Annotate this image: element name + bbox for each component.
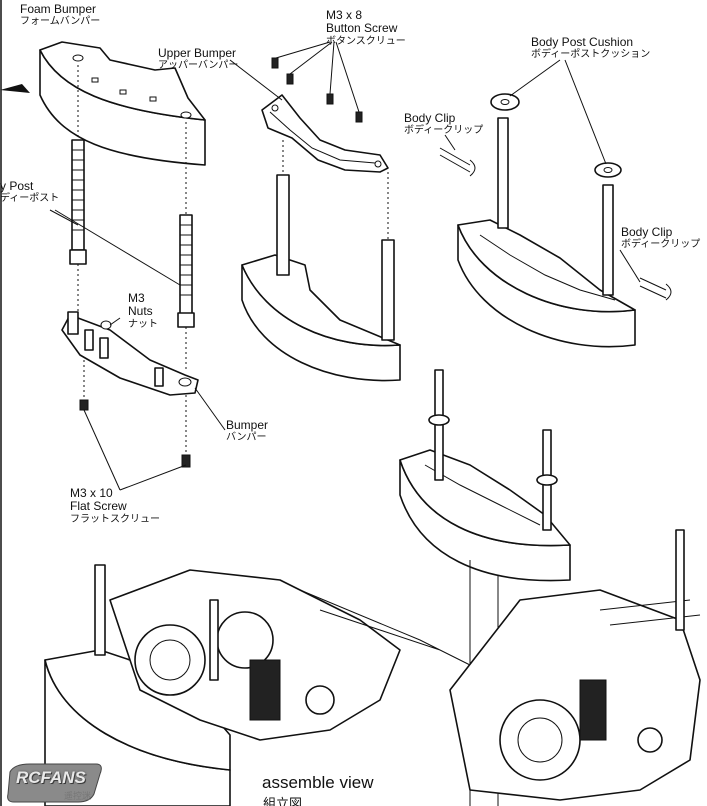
- direction-arrow: [0, 84, 30, 93]
- assemble-view-caption-jp: 組立図: [263, 796, 303, 806]
- label-m3x8-button-screw: M3 x 8 Button Screw ボタンスクリュー: [326, 8, 406, 47]
- body-post-left: [69, 139, 87, 265]
- cushion-side: [594, 162, 622, 178]
- foam-bumper-part: [39, 41, 206, 166]
- label-body-post: y Post ディーポスト: [0, 179, 60, 205]
- lower-bumper-part: [61, 311, 199, 396]
- label-body-clip-top: Body Clip ボディークリップ: [404, 111, 484, 137]
- upper-bumper-part: [261, 94, 389, 173]
- body-clips: [439, 147, 672, 301]
- watermark-sub: 遥控迷: [64, 791, 92, 801]
- label-bumper: Bumper バンパー: [226, 418, 269, 444]
- label-m3-nuts: M3 Nuts ナット: [128, 291, 158, 330]
- label-foam-bumper: Foam Bumper フォームバンパー: [20, 2, 101, 28]
- right-mid-foam: [399, 369, 571, 582]
- cushion-top: [490, 93, 520, 111]
- middle-foam-bumper: [241, 140, 401, 382]
- right-top-foam: [457, 117, 636, 348]
- flat-screw-right: [181, 454, 191, 468]
- flat-screw-left: [79, 399, 89, 411]
- body-post-right: [177, 214, 195, 328]
- bottom-right-chassis: [449, 529, 701, 801]
- bottom-left-chassis: [44, 564, 481, 806]
- assemble-view-caption: assemble view: [262, 773, 374, 792]
- label-upper-bumper: Upper Bumper アッパーバンパー: [158, 46, 239, 72]
- watermark-badge: [7, 763, 102, 803]
- label-body-post-cushion: Body Post Cushion ボディーポストクッション: [531, 35, 651, 61]
- watermark-brand: RCFANS: [16, 768, 86, 787]
- label-body-clip-right: Body Clip ボディークリップ: [621, 225, 701, 251]
- label-m3x10-flat-screw: M3 x 10 Flat Screw フラットスクリュー: [70, 486, 160, 525]
